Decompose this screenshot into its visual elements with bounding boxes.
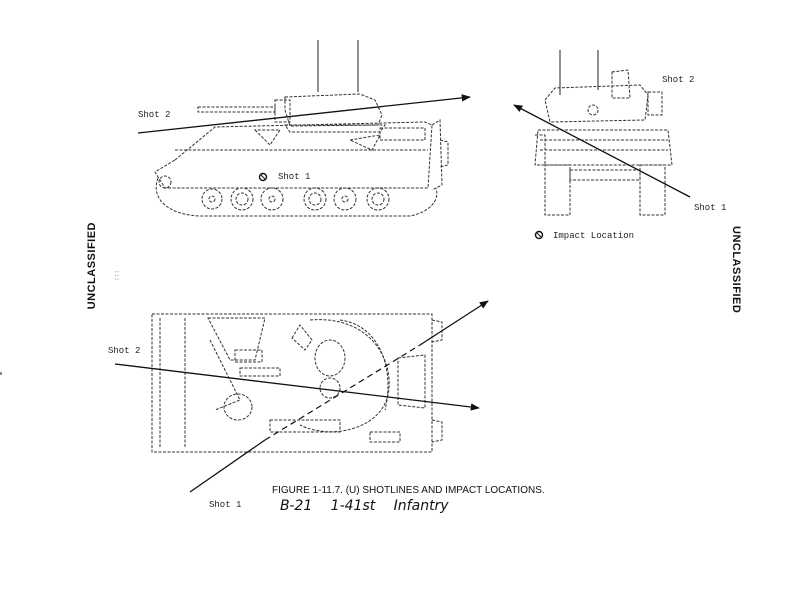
front-view-vehicle <box>534 50 673 216</box>
top-view-shot2-label: Shot 2 <box>108 346 141 356</box>
front-view-shot1-line <box>513 104 691 198</box>
front-view-shot1-label: Shot 1 <box>694 203 727 213</box>
classification-marking-right: UNCLASSIFIED <box>730 226 742 314</box>
top-view-shot2-line <box>114 363 480 411</box>
front-view-shot2-label: Shot 2 <box>662 75 695 85</box>
road-wheels <box>158 175 390 211</box>
legend-impact-location-label: Impact Location <box>553 231 635 241</box>
side-view-impact-marker-icon <box>258 172 268 182</box>
side-view-shot2-line <box>137 94 471 134</box>
top-view-vehicle <box>151 313 443 453</box>
top-view-shot1-label: Shot 1 <box>209 500 242 510</box>
top-view-shot1-line-dashed <box>264 344 421 441</box>
top-view-shot1-line-exit <box>419 300 489 346</box>
page-mark: ::: <box>113 270 120 281</box>
side-view-vehicle <box>154 40 449 217</box>
classification-marking-left: UNCLASSIFIED <box>86 222 98 310</box>
side-view-shot2-label: Shot 2 <box>138 110 171 120</box>
side-view-shot1-label: Shot 1 <box>278 172 311 182</box>
scan-artifact <box>0 372 2 375</box>
figure-caption: FIGURE 1-11.7. (U) SHOTLINES AND IMPACT … <box>272 485 545 496</box>
handwritten-annotation: B-21 1-41st Infantry <box>280 498 449 514</box>
top-view-shot1-line-entry <box>189 439 266 493</box>
legend-impact-marker-icon <box>534 230 544 240</box>
